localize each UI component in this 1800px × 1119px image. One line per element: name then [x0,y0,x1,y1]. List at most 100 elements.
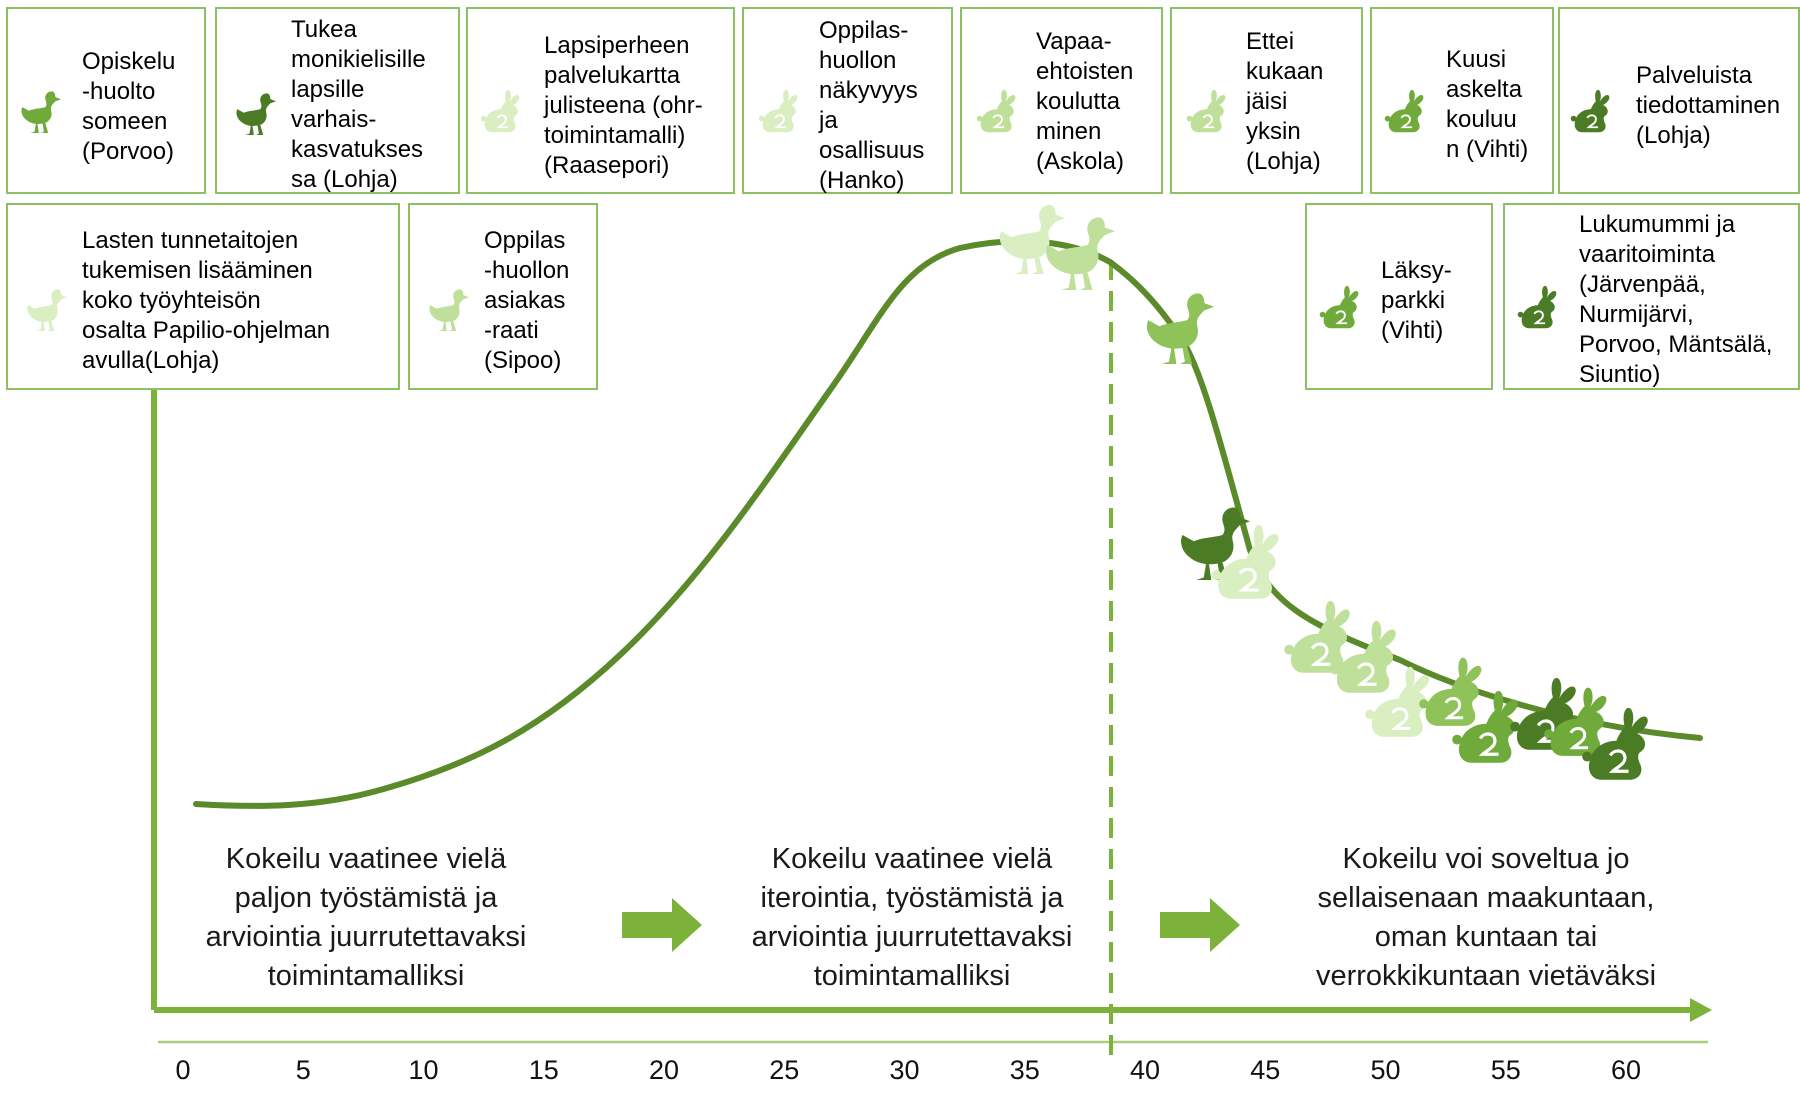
card-label-line: (Askola) [1036,148,1125,175]
card-label-line: lapsille [291,76,365,103]
card-label-line: koulutta [1036,88,1121,115]
stage-arrow-1 [622,898,702,952]
card-label-line: askelta [1446,76,1523,103]
stage-line: arviointia juurrutettavaksi [205,921,527,953]
duck-icon [236,93,277,135]
card-label: Lasten tunnetaitojen tukemisen lisääminen… [82,226,330,376]
axis-tick-label: 5 [295,1055,311,1085]
card-label-line: parkki [1381,287,1446,314]
rabbit-icon [1570,89,1610,133]
card-label-line: huollon [819,47,897,74]
card-label-line: Lasten tunnetaitojen [82,227,299,254]
duck-icon [429,289,470,331]
axis-tick-label: 15 [528,1055,559,1085]
card-label-line: Läksy- [1381,257,1452,284]
card-label-line: kasvatukses [291,136,424,163]
card-label: Läksy-parkki (Vihti) [1381,256,1452,346]
stage-line: toimintamalliksi [267,960,465,992]
axis-tick-label: 25 [769,1055,800,1085]
stage-line: sellaisenaan maakuntaan, [1317,882,1655,914]
stage-line: verrokkikuntaan vietäväksi [1315,960,1657,992]
card-label-line: Palveluista [1636,62,1753,89]
card-label-line: ja [819,107,838,134]
curve-marker-rabbit-icon [1284,600,1350,673]
card-label-line: palvelukartta [544,62,681,89]
curve-marker-rabbit-icon [1330,620,1396,693]
card-label-line: (Lohja) [1636,122,1711,149]
card-label-line: Nurmijärvi, [1579,301,1694,328]
card-label-line: (Porvoo) [82,138,175,165]
card-label-line: minen [1036,118,1102,145]
card-label-line: Oppilas- [819,17,909,44]
rabbit-icon [480,89,520,133]
axis-tick-label: 30 [889,1055,920,1085]
card-label-line: osalta Papilio-ohjelman [82,317,331,344]
curve-marker-rabbit-icon [1582,707,1648,780]
horizontal-axis-arrowhead [1690,998,1712,1022]
curve-marker-rabbit-icon [1419,657,1482,726]
stage-line: Kokeilu voi soveltua jo [1342,843,1630,875]
rabbit-icon [1517,285,1557,329]
card-label-line: Ettei [1246,28,1295,55]
axis-tick-label: 40 [1129,1055,1161,1085]
card-label-line: tiedottaminen [1636,92,1781,119]
card-label-line: Opiskelu [82,48,176,75]
card-label-line: koko työyhteisön [82,287,261,314]
card-label: Kuusi askelta kouluu n (Vihti) [1446,45,1528,165]
card-label: Palveluista tiedottaminen (Lohja) [1636,61,1780,151]
card-label-line: -huollon [484,257,570,284]
rabbit-icon [758,89,798,133]
card-label-line: (Raasepori) [544,152,670,179]
card-label-line: (Hanko) [819,167,905,194]
card-tunnetaidot: Lasten tunnetaitojen tukemisen lisääminen… [6,203,400,390]
card-label-line: jäisi [1246,88,1288,115]
card-label-line: Oppilas [484,227,566,254]
rabbit-icon [1186,89,1226,133]
axis-tick-label: 10 [408,1055,439,1085]
card-label-line: n (Vihti) [1446,136,1529,163]
card-label-line: toimintamalli) [544,122,686,149]
rabbit-icon [976,89,1016,133]
stage-line: paljon työstämistä ja [234,882,498,914]
axis-tick-label: 50 [1370,1055,1401,1085]
axis-tick-label: 55 [1490,1055,1521,1085]
card-label-line: Lapsiperheen [544,32,690,59]
card-label-line: tukemisen lisääminen [82,257,313,284]
axis-tick-label: 45 [1250,1055,1281,1085]
rabbit-icon [1384,89,1424,133]
stage-line: arviointia juurrutettavaksi [751,921,1073,953]
duck-icon [27,289,68,331]
card-label-line: julisteena (ohr- [544,92,703,119]
curve-marker-rabbit-icon [1452,690,1518,763]
card-label-line: Kuusi [1446,46,1507,73]
card-laksyparkki: Läksy-parkki (Vihti) [1305,203,1493,390]
duck-icon [21,91,62,133]
axis-tick-label: 35 [1009,1055,1040,1085]
card-label-line: Tukea [291,16,357,43]
card-label-line: kouluu [1446,106,1517,133]
stage-line: Kokeilu vaatinee vielä [225,843,507,875]
card-label-line: näkyvyys [819,77,918,104]
card-label-line: asiakas [484,287,566,314]
card-palvelukartta: Lapsiperheen palvelukartta julisteena (ohr… [466,7,735,194]
card-label: Lapsiperheen palvelukartta julisteena (ohr… [544,31,703,181]
stage-line: Kokeilu vaatinee vielä [771,843,1053,875]
card-label-line: (Sipoo) [484,347,562,374]
card-label-line: Vapaa- [1036,28,1112,55]
axis-tick-label: 0 [175,1055,191,1085]
card-label-line: (Vihti) [1381,317,1444,344]
rabbit-icon [1319,285,1359,329]
